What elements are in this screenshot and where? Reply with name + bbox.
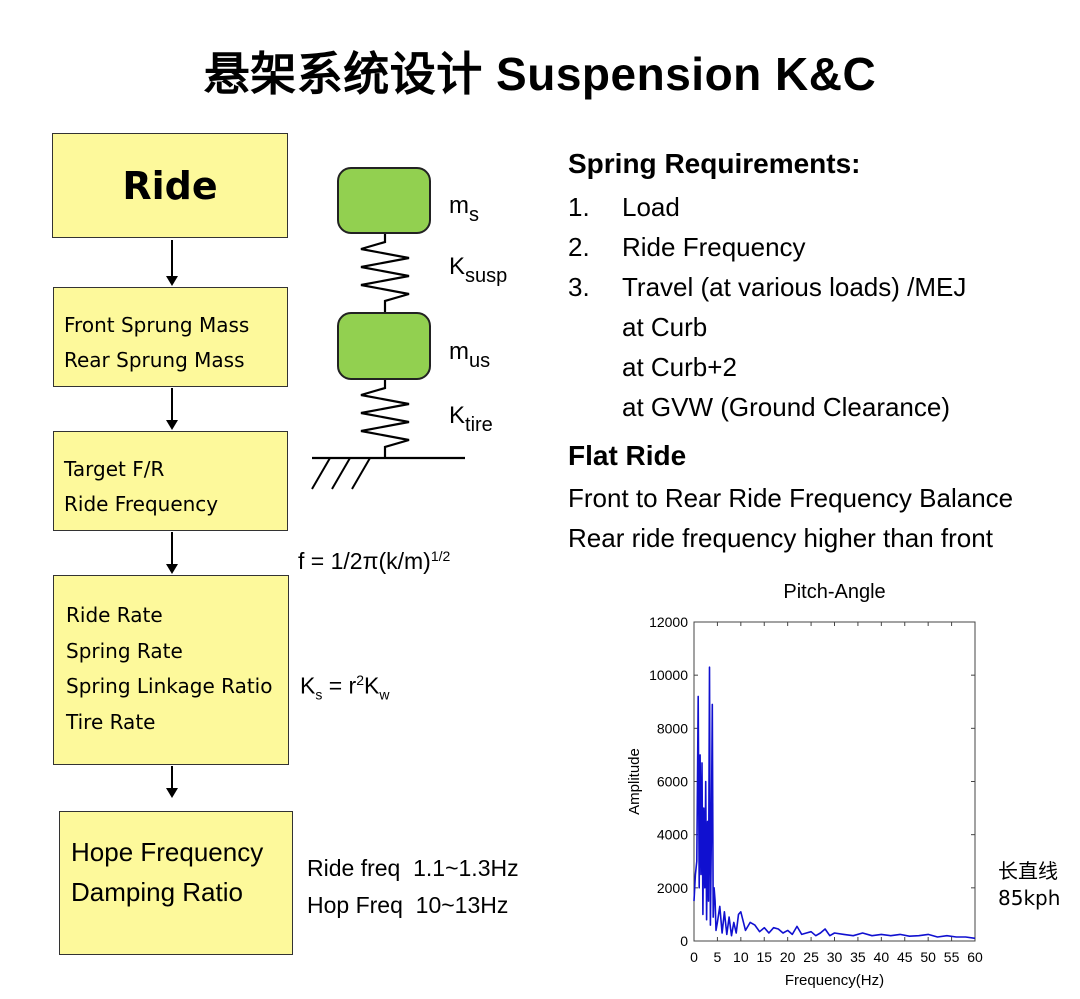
flat-ride-line: Front to Rear Ride Frequency Balance <box>568 483 1014 513</box>
hope-frequency-box: Hope Frequency Damping Ratio <box>59 811 293 955</box>
unsprung-mass-block <box>337 312 431 380</box>
x-tick-label: 45 <box>897 949 913 965</box>
suspension-spring <box>360 234 410 312</box>
road-type-note: 长直线 <box>998 859 1058 883</box>
amplitude-series-line <box>693 666 976 940</box>
x-tick-label: 5 <box>714 949 722 965</box>
front-sprung-mass-label: Front Sprung Mass <box>64 313 250 337</box>
y-tick-label: 12000 <box>649 614 688 630</box>
tire-rate-label: Tire Rate <box>66 709 156 734</box>
ride-freq-text: Ride freq 1.1~1.3Hz <box>307 855 519 881</box>
x-tick-label: 25 <box>803 949 819 965</box>
page-title: 悬架系统设计 Suspension K&C <box>203 48 877 100</box>
rear-sprung-mass-label: Rear Sprung Mass <box>64 348 245 372</box>
plot-area <box>693 621 976 942</box>
x-tick-label: 30 <box>827 949 843 965</box>
flat-ride-heading: Flat Ride <box>568 440 687 471</box>
x-tick-label: 50 <box>920 949 936 965</box>
x-axis-label: Frequency(Hz) <box>785 972 884 989</box>
ride-box: Ride <box>52 133 288 238</box>
x-tick-label: 35 <box>850 949 866 965</box>
travel-sub-item: at Curb <box>622 312 708 342</box>
x-tick-label: 60 <box>967 949 983 965</box>
spring-rate-formula: Ks = r2Kw <box>300 672 390 703</box>
mus-label: mus <box>449 338 491 372</box>
x-tick-label: 10 <box>733 949 749 965</box>
sprung-mass-box: Front Sprung Mass Rear Sprung Mass <box>53 287 288 387</box>
target-fr-label: Target F/R <box>64 457 165 481</box>
ride-label: Ride <box>122 163 218 208</box>
spring-linkage-ratio-label: Spring Linkage Ratio <box>66 674 273 698</box>
y-tick-label: 4000 <box>657 827 688 843</box>
flow-arrow-3 <box>166 532 178 574</box>
speed-note: 85kph <box>998 886 1061 910</box>
chart-title: Pitch-Angle <box>783 581 885 603</box>
target-frequency-box: Target F/R Ride Frequency <box>53 431 288 531</box>
y-tick-label: 0 <box>680 933 688 949</box>
sprung-mass-block <box>337 167 431 234</box>
flow-arrow-4 <box>166 766 178 798</box>
x-tick-label: 15 <box>756 949 772 965</box>
ms-label: ms <box>449 192 479 226</box>
y-tick-label: 8000 <box>657 720 688 736</box>
x-tick-label: 55 <box>944 949 960 965</box>
y-tick-label: 10000 <box>649 667 688 683</box>
ktire-label: Ktire <box>449 402 493 436</box>
x-tick-label: 0 <box>690 949 698 965</box>
travel-sub-item: at Curb+2 <box>622 352 737 382</box>
y-tick-label: 2000 <box>657 880 688 896</box>
ride-frequency-label: Ride Frequency <box>64 492 219 516</box>
rates-box: Ride Rate Spring Rate Spring Linkage Rat… <box>53 575 289 765</box>
y-tick-label: 6000 <box>657 774 688 790</box>
ground-icon <box>311 456 465 490</box>
spring-rate-label: Spring Rate <box>66 638 183 663</box>
x-tick-label: 40 <box>874 949 890 965</box>
y-axis-label: Amplitude <box>626 748 643 815</box>
hop-freq-text: Hop Freq 10~13Hz <box>307 892 509 918</box>
frequency-formula: f = 1/2π(k/m)1/2 <box>298 548 451 574</box>
ride-rate-label: Ride Rate <box>66 603 163 627</box>
flat-ride-line: Rear ride frequency higher than front <box>568 523 993 553</box>
spring-requirements-heading: Spring Requirements: <box>568 148 861 179</box>
travel-sub-item: at GVW (Ground Clearance) <box>622 392 951 422</box>
tire-spring <box>360 380 410 458</box>
flow-arrow-2 <box>166 388 178 430</box>
ksusp-label: Ksusp <box>449 253 508 287</box>
hope-frequency-label: Hope Frequency <box>71 837 264 867</box>
x-tick-label: 20 <box>780 949 796 965</box>
flow-arrow-1 <box>166 240 178 286</box>
damping-ratio-label: Damping Ratio <box>71 877 243 907</box>
